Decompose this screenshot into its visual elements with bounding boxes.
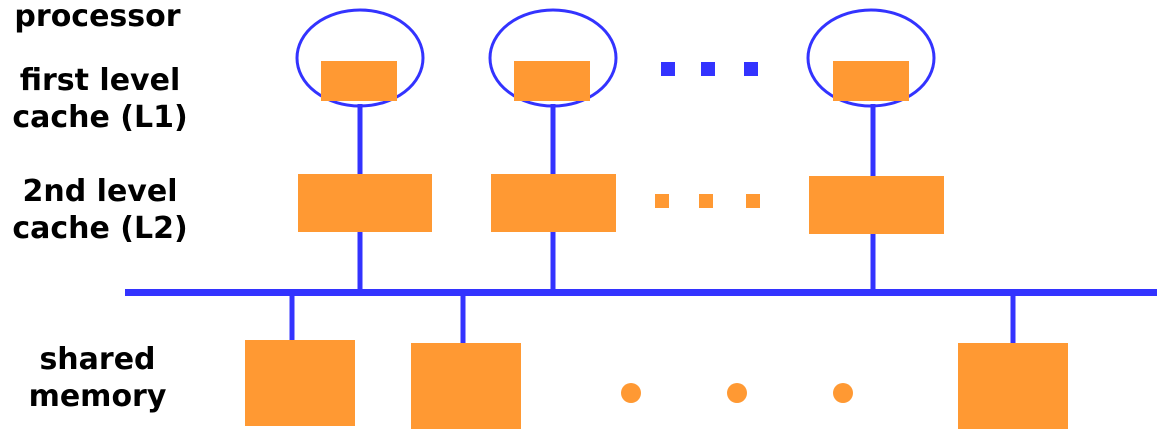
ellipsis-dot: [701, 62, 715, 76]
l2-cache-label: 2nd level cache (L2): [12, 174, 188, 246]
processor-label: processor: [14, 0, 181, 34]
l2-cache-box: [298, 174, 432, 232]
l1-cache-label: first level cache (L1): [12, 63, 188, 135]
ellipsis-dot: [621, 383, 641, 403]
ellipsis-dot: [661, 62, 675, 76]
processor-circle: [806, 8, 936, 108]
ellipsis-dot: [744, 62, 758, 76]
ellipsis-dot: [727, 383, 747, 403]
l2-cache-box: [491, 174, 616, 232]
ellipsis-dot: [655, 194, 669, 208]
shared-memory-label: shared memory: [28, 342, 167, 414]
shared-bus: [125, 289, 1157, 296]
l1-cache-box: [321, 61, 397, 101]
processor-circle: [488, 8, 618, 108]
ellipsis-dot: [833, 383, 853, 403]
l1-cache-box: [833, 61, 909, 101]
memory-module: [411, 343, 521, 429]
ellipsis-dot: [699, 194, 713, 208]
processor-circle: [295, 8, 425, 108]
l1-cache-box: [514, 61, 590, 101]
ellipsis-dot: [746, 194, 760, 208]
memory-module: [958, 343, 1068, 429]
memory-module: [245, 340, 355, 426]
l2-cache-box: [809, 176, 944, 234]
